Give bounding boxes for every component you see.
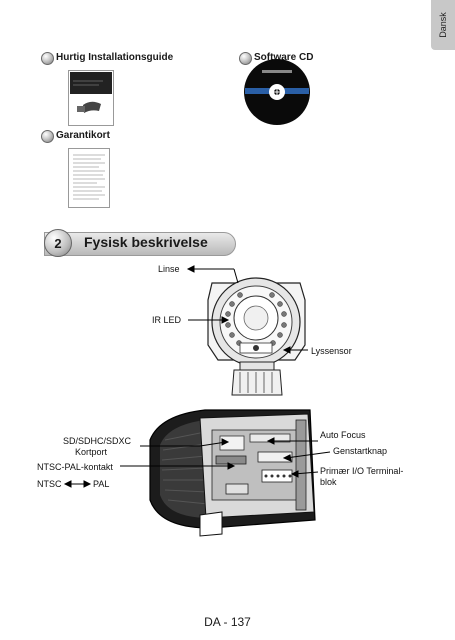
label-io-line1: Primær I/O Terminal- bbox=[320, 466, 404, 476]
label-linse: Linse bbox=[158, 264, 180, 274]
warranty-title: Garantikort bbox=[56, 130, 110, 141]
label-lyssensor: Lyssensor bbox=[311, 346, 352, 356]
bullet-icon bbox=[41, 130, 54, 143]
label-sd-line2: Kortport bbox=[75, 447, 108, 457]
label-reset-button: Genstartknap bbox=[333, 446, 388, 456]
language-tab: Dansk bbox=[431, 0, 455, 50]
label-sd-line1: SD/SDHC/SDXC bbox=[63, 436, 132, 446]
section-number-badge: 2 bbox=[44, 229, 72, 257]
label-io-terminal: Primær I/O Terminal- blok bbox=[320, 466, 403, 488]
section-header-bar bbox=[44, 232, 236, 256]
label-sd-slot: SD/SDHC/SDXC Kortport bbox=[63, 436, 131, 458]
section-title: Fysisk beskrivelse bbox=[84, 234, 208, 250]
label-pal: PAL bbox=[93, 479, 110, 489]
quick-guide-title: Hurtig Installationsguide bbox=[56, 52, 174, 63]
warranty-card-image bbox=[68, 148, 110, 208]
software-cd-title: Software CD bbox=[254, 52, 314, 63]
label-io-line2: blok bbox=[320, 477, 337, 487]
label-auto-focus: Auto Focus bbox=[320, 430, 366, 440]
bullet-icon bbox=[239, 52, 252, 65]
label-ntsc-pal-switch: NTSC-PAL-kontakt bbox=[37, 462, 113, 472]
label-ir-led: IR LED bbox=[152, 315, 182, 325]
label-ntsc: NTSC bbox=[37, 479, 62, 489]
page-number: DA - 137 bbox=[204, 615, 251, 629]
bullet-icon bbox=[41, 52, 54, 65]
quick-guide-image bbox=[68, 70, 114, 126]
